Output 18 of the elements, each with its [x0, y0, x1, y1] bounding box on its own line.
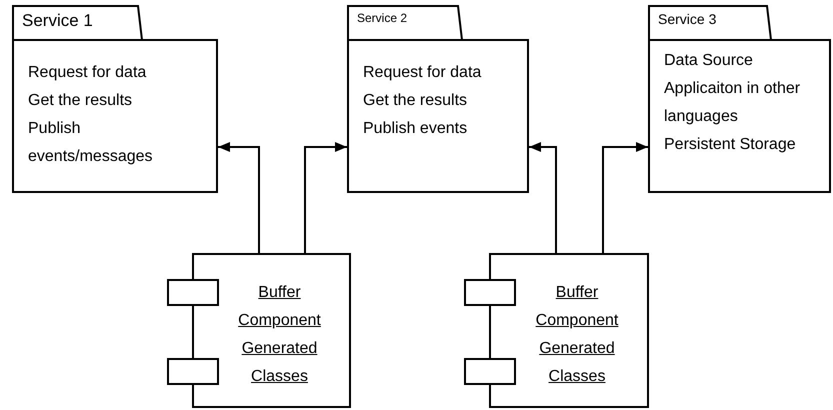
package-title: Service 2 [357, 12, 408, 24]
arrow [304, 142, 347, 253]
package-text: Data Source [664, 51, 754, 71]
package-text: Request for data [363, 63, 482, 83]
arrow [602, 142, 648, 253]
component-label: Buffer Component Generated Classes [237, 283, 322, 387]
package-text: Get the results [28, 91, 134, 111]
package-text: Get the results [363, 91, 468, 111]
package-title: Service 3 [658, 12, 716, 26]
package-text: Publish events/messages [28, 119, 154, 167]
arrow [529, 142, 557, 253]
package-text: Request for data [28, 63, 148, 83]
package-text: Publish events [363, 119, 468, 139]
component-label: Buffer Component Generated Classes [534, 283, 620, 387]
package-text: Persistent Storage [664, 135, 797, 155]
package-title: Service 1 [22, 12, 93, 29]
package-text: Applicaiton in other languages [664, 79, 802, 127]
arrow [218, 142, 260, 253]
